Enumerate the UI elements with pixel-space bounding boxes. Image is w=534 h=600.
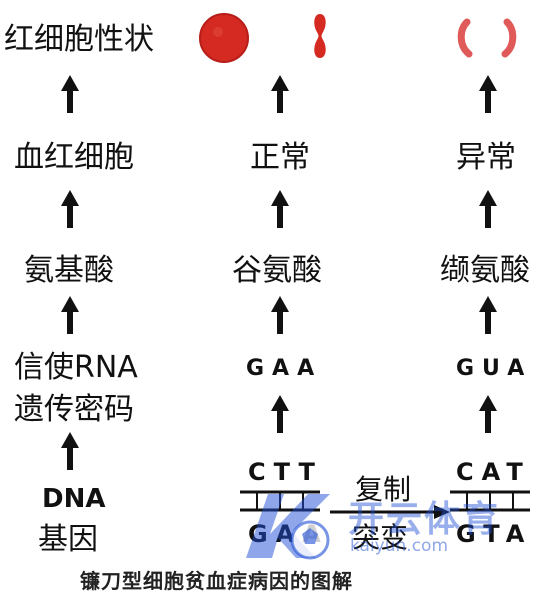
up-arrow-icon bbox=[60, 190, 80, 228]
mrna-label: 信使RNA bbox=[14, 350, 138, 385]
codon-normal: GAA bbox=[246, 356, 323, 381]
gene-label: 基因 bbox=[38, 522, 98, 557]
up-arrow-icon bbox=[60, 75, 80, 113]
up-arrow-icon bbox=[60, 296, 80, 334]
watermark-url: kaiyun.com bbox=[350, 536, 449, 556]
up-arrow-icon bbox=[270, 395, 290, 433]
abnormal-trait-label: 异常 bbox=[456, 140, 516, 175]
amino-acid-label: 氨基酸 bbox=[24, 253, 114, 288]
codon-mutant: GUA bbox=[456, 356, 533, 381]
normal-red-cell-icon bbox=[199, 13, 249, 63]
dna-base-pairs-mutant bbox=[450, 490, 530, 512]
process-arrow-icon bbox=[330, 505, 450, 519]
normal-red-cell-side-icon bbox=[314, 14, 326, 58]
replication-label: 复制 bbox=[355, 473, 412, 506]
valine-label: 缬氨酸 bbox=[440, 253, 530, 288]
up-arrow-icon bbox=[270, 296, 290, 334]
sickle-cell-icon bbox=[457, 18, 517, 58]
up-arrow-icon bbox=[270, 75, 290, 113]
dna-label: DNA bbox=[42, 484, 106, 514]
up-arrow-icon bbox=[478, 296, 498, 334]
protein-label: 血红细胞 bbox=[14, 140, 134, 175]
up-arrow-icon bbox=[478, 395, 498, 433]
dna-strand-bottom-mutant: GTA bbox=[456, 520, 533, 548]
watermark-brand: 开云体育 bbox=[348, 499, 501, 540]
up-arrow-icon bbox=[60, 432, 80, 470]
diagram-caption: 镰刀型细胞贫血症病因的图解 bbox=[80, 569, 353, 593]
glutamate-label: 谷氨酸 bbox=[232, 253, 322, 288]
normal-trait-label: 正常 bbox=[250, 140, 310, 175]
genetic-code-label: 遗传密码 bbox=[14, 392, 134, 427]
mutation-label: 突变 bbox=[352, 521, 409, 554]
dna-strand-top-normal: CTT bbox=[248, 458, 323, 486]
watermark-logo-icon bbox=[246, 494, 330, 560]
dna-strand-top-mutant: CAT bbox=[456, 458, 531, 486]
trait-label: 红细胞性状 bbox=[4, 22, 154, 57]
up-arrow-icon bbox=[478, 75, 498, 113]
watermark: 开云体育 kaiyun.com bbox=[238, 488, 528, 568]
up-arrow-icon bbox=[478, 190, 498, 228]
up-arrow-icon bbox=[270, 190, 290, 228]
